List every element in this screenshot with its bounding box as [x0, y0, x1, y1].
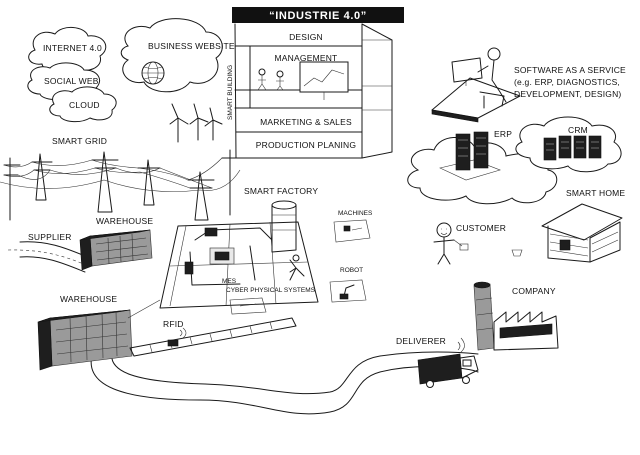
smart-factory-label: SMART FACTORY: [244, 186, 318, 196]
warehouse-top: [79, 229, 153, 271]
wind-turbine-icon: [204, 107, 223, 141]
robot-icon: [329, 279, 367, 303]
business-label: BUSINESS WEBSITE: [148, 41, 235, 51]
smart-home-icon: [541, 203, 623, 263]
supplier-label: SUPPLIER: [28, 232, 72, 242]
customer-icon: [433, 222, 469, 265]
mes-label: MES: [222, 278, 237, 285]
cps-label: CYBER PHYSICAL SYSTEMS: [226, 287, 316, 294]
cps-sensor-icon: [229, 297, 267, 315]
saas-line-2: (e.g. ERP, DIAGNOSTICS,: [514, 77, 620, 87]
shopping-icon: [511, 249, 523, 257]
saas-line-3: DEVELOPMENT, DESIGN): [514, 89, 621, 99]
power-grid: [0, 149, 241, 221]
cloud-label: CLOUD: [69, 100, 100, 110]
robot-label: ROBOT: [340, 267, 363, 274]
rfid-label: RFID: [163, 319, 184, 329]
rfid-conveyor: [129, 317, 297, 357]
monitor-icon: [451, 57, 483, 83]
social-web-label: SOCIAL WEB: [44, 76, 99, 86]
warehouse-bottom-label: WAREHOUSE: [60, 294, 117, 304]
floor-production-label: PRODUCTION PLANING: [256, 140, 356, 150]
title: “INDUSTRIE 4.0”: [269, 10, 367, 22]
factory-floor: [159, 200, 319, 309]
wind-turbine-icon: [189, 103, 209, 141]
erp-label: ERP: [494, 129, 512, 139]
connector-line: [127, 299, 161, 319]
internet-cloud: [28, 27, 107, 74]
smart-building: “INDUSTRIE 4.0” DESIGN MANAGEMENT MARKET…: [227, 7, 404, 159]
wind-turbines: [169, 103, 223, 143]
road: [7, 241, 479, 415]
floor-marketing-label: MARKETING & SALES: [260, 117, 352, 127]
floor-management-label: MANAGEMENT: [275, 53, 338, 63]
title-banner: [232, 7, 404, 23]
business-cloud: [120, 18, 223, 93]
internet-cloud-group: INTERNET 4.0 SOCIAL WEB CLOUD BUSINESS W…: [27, 18, 235, 123]
presentation-chart-icon: [299, 61, 349, 100]
crm-server-icon: [543, 135, 602, 161]
smart-building-label: SMART BUILDING: [227, 65, 234, 120]
erp-server-icon: [455, 131, 489, 171]
company-label: COMPANY: [512, 286, 556, 296]
wind-turbine-icon: [169, 103, 189, 143]
warehouse-top-label: WAREHOUSE: [96, 216, 153, 226]
delivery-truck-icon: [417, 337, 479, 388]
smart-grid-label: SMART GRID: [52, 136, 107, 146]
warehouse-bottom: [37, 309, 133, 371]
floor-design-label: DESIGN: [289, 32, 323, 42]
saas-line-1: SOFTWARE AS A SERVICE: [514, 65, 626, 75]
internet-label: INTERNET 4.0: [43, 43, 102, 53]
deliverer-label: DELIVERER: [396, 336, 446, 346]
smart-home-label: SMART HOME: [566, 188, 625, 198]
rfid-reader-icon: [167, 339, 179, 347]
management-people-icon: [257, 68, 284, 91]
crm-label: CRM: [568, 125, 588, 135]
globe-icon: [141, 61, 165, 85]
saas-workstation: [431, 47, 521, 123]
company-factory-icon: [473, 281, 559, 351]
cloud-cloud: [49, 86, 117, 123]
machines-label: MACHINES: [338, 210, 373, 217]
machines-icon: [333, 219, 371, 243]
customer-label: CUSTOMER: [456, 223, 506, 233]
